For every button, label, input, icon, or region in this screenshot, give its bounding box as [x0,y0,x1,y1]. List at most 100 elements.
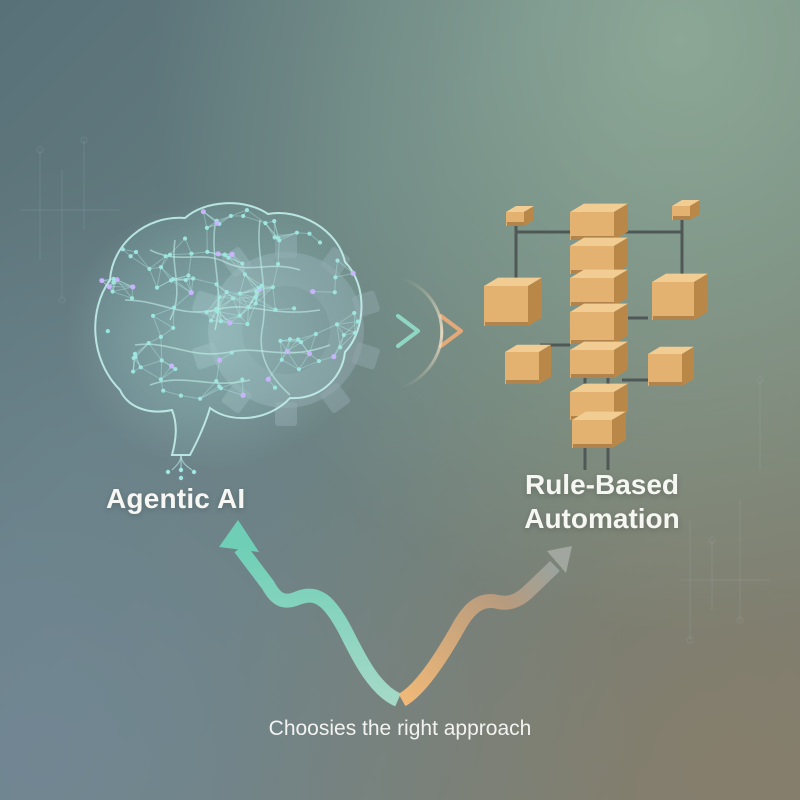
brain-node [272,385,278,390]
brain-node [205,249,210,254]
brain-node [132,351,138,356]
brain-node [171,276,176,282]
brain-node [334,322,340,327]
brain-node [306,351,312,357]
brain-node [299,339,304,345]
agentic-ai-label: Agentic AI [106,483,246,514]
brain-node [147,266,152,271]
brain-node [332,290,337,295]
brain-node [204,225,209,231]
automation-block [570,303,628,344]
brain-node [171,325,176,331]
background-circuit-lines [20,136,770,644]
automation-block [652,273,708,320]
brain-node [352,330,357,336]
brain-node [263,221,268,226]
brain-node [242,272,248,277]
brain-node [240,392,246,398]
brain-node [279,357,284,362]
brain-node [150,313,156,318]
brain-node [241,213,246,219]
brain-node [229,350,234,355]
automation-block [506,206,534,226]
brain-node [158,334,164,339]
brain-node [169,363,175,369]
brain-node [246,305,251,310]
brain-node [265,376,271,382]
automation-block [572,411,626,448]
brain-node [178,475,184,481]
brain-node [310,288,316,295]
chevron-right-icon [439,314,463,348]
brain-node [183,277,188,283]
brain-node [138,365,143,370]
brain-node [254,289,259,294]
automation-block [484,277,542,326]
brain-node [217,357,223,363]
brain-node [165,469,171,475]
brain-node [189,251,194,256]
brain-node [158,377,164,382]
brain-node [218,319,223,324]
brain-node [129,296,135,301]
rule-based-label-line2: Automation [524,503,680,534]
block-structure-icon [484,200,708,470]
rule-based-label-line1: Rule-Based [524,469,680,500]
brain-node [333,275,338,280]
brain-node [224,289,229,295]
brain-node [186,273,191,278]
automation-block [672,200,700,220]
brain-node [256,285,261,291]
brain-node [230,296,236,301]
automation-block [570,269,628,306]
brain-node [229,251,235,257]
brain-node [188,289,194,296]
brain-node [272,235,277,240]
chevron-right-icon [396,314,420,348]
caption: Choosies the right approach [268,717,532,740]
brain-node [350,270,356,276]
brain-node [128,254,133,259]
brain-node [253,301,258,306]
brain-node [217,384,222,389]
brain-node [191,469,197,475]
brain-node [99,277,105,284]
automation-block [648,346,694,386]
rule-based-automation-label: Rule-Based Automation [500,468,704,536]
brain-node [217,295,222,300]
brain-circuit-icon [65,200,365,481]
brain-node [237,313,242,318]
brain-node [284,348,290,355]
brain-node [114,277,120,283]
brain-node [130,284,136,290]
brain-node [171,305,177,310]
brain-node [295,337,301,342]
brain-node [228,213,234,219]
brain-node [167,252,173,257]
brain-node [120,247,125,252]
brain-node [355,319,360,324]
brain-node [331,353,337,360]
brain-node [313,331,318,337]
brain-node [133,354,138,360]
brain-node [278,338,283,343]
brain-node [272,218,277,224]
brain-node [111,280,116,285]
brain-node [214,220,220,226]
brain-node [275,261,281,267]
brain-node [245,321,250,327]
brain-node [259,283,264,288]
brain-node [214,307,219,312]
brain-node [200,209,206,215]
transition-arc [401,276,444,390]
brain-node [182,236,188,241]
brain-node [105,328,110,334]
brain-node [215,251,221,257]
automation-block [570,237,628,274]
brain-node [214,378,219,384]
brain-node [335,258,340,263]
brain-node [163,254,168,259]
brain-node [291,306,297,311]
brain-node [159,358,164,363]
